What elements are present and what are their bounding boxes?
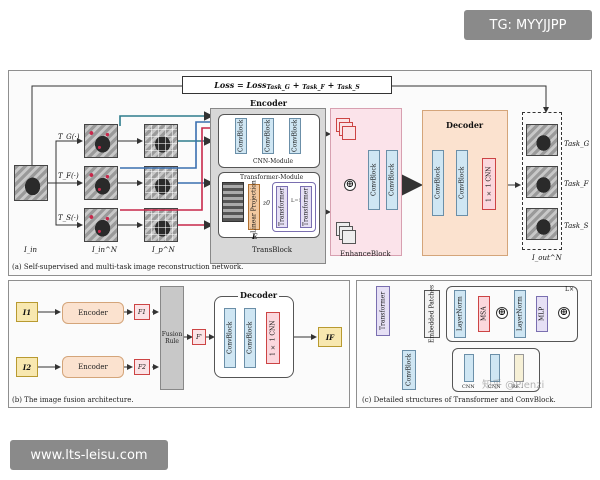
encoder-b2-label: Encoder: [78, 363, 108, 371]
output-label: I_out^N: [532, 254, 562, 262]
transform-g: T_G(·): [58, 133, 80, 141]
convblock-detail-box: [452, 348, 540, 392]
caption-b: (b) The image fusion architecture.: [12, 396, 134, 404]
embedded-patches: Embedded Patches: [424, 285, 440, 343]
convblock-relu-label: Re...: [512, 384, 524, 390]
enhanceblock-label: EnhanceBlock: [340, 250, 391, 258]
label-p-n: I_p^N: [152, 246, 175, 254]
loss-term-f: Task_F: [302, 83, 325, 91]
encoder-b2: Encoder: [62, 356, 124, 378]
loss-formula: Loss = Loss: [214, 80, 267, 90]
masked-image-g: [84, 124, 118, 158]
encoder-title: Encoder: [250, 98, 288, 108]
msa-block: MSA: [478, 296, 490, 332]
feature-f2-label: F2: [138, 363, 146, 371]
task-label-f: Task_F: [564, 180, 589, 188]
output-if: IF: [318, 327, 342, 347]
task-label-g: Task_G: [564, 140, 590, 148]
layernorm-1: LayerNorm: [454, 290, 466, 338]
feature-map-b3: [342, 230, 356, 244]
encoder-b1-label: Encoder: [78, 309, 108, 317]
fusion-rule-label: Fusion Rule: [161, 331, 183, 345]
input-i2: I2: [16, 357, 38, 377]
transformer-stack: [272, 182, 316, 232]
caption-c: (c) Detailed structures of Transformer a…: [362, 396, 556, 404]
decoder-b-convblock-1: ConvBlock: [224, 308, 236, 368]
add-operator-c1-icon: ⊕: [496, 307, 508, 319]
fusion-rule: Fusion Rule: [160, 286, 184, 390]
watermark-bottom: www.lts-leisu.com: [10, 440, 168, 470]
decoder-b-convblock-2: ConvBlock: [244, 308, 256, 368]
output-group: [522, 112, 562, 250]
feature-f1: F1: [134, 304, 150, 320]
masked-image-s: [84, 208, 118, 242]
label-in-n: I_in^N: [92, 246, 118, 254]
transformer-module-label: Transformer-Module: [240, 174, 304, 181]
convblock-relu: [514, 354, 524, 382]
feature-map-a3: [342, 126, 356, 140]
zhihu-watermark: 知乎 @Pienzi: [482, 380, 545, 391]
add-operator-c2-icon: ⊕: [558, 307, 570, 319]
input-i2-label: I2: [22, 362, 32, 372]
loss-term-g: Task_G: [266, 83, 290, 91]
patch-image-g: [144, 124, 178, 158]
l-equals-label: L=12: [291, 198, 305, 204]
transform-s: T_S(·): [58, 214, 79, 222]
z0-label: z0: [263, 200, 270, 207]
cnn-module-label: CNN-Module: [253, 158, 294, 165]
layernorm-2: LayerNorm: [514, 290, 526, 338]
feature-f1-label: F1: [138, 308, 146, 316]
loss-term-s: Task_S: [337, 83, 360, 91]
convblock-cnn-label-2: CNN: [488, 384, 501, 390]
input-i1: I1: [16, 302, 38, 322]
output-image-g: [526, 124, 558, 156]
input-label: I_in: [24, 246, 38, 254]
convblock-cnn-2: [490, 354, 500, 382]
feature-f-prime-label: F': [196, 333, 202, 341]
convblock-cnn-1: [464, 354, 474, 382]
transblock-label: TransBlock: [252, 246, 293, 254]
patch-tokens: [222, 182, 244, 222]
output-image-s: [526, 208, 558, 240]
caption-a: (a) Self-supervised and multi-task image…: [12, 263, 244, 271]
e-label: E: [252, 232, 258, 241]
decoder-b-title: Decoder: [238, 290, 280, 300]
panel-c-convblock: ConvBlock: [402, 350, 416, 390]
encoder-b1: Encoder: [62, 302, 124, 324]
output-if-label: IF: [325, 332, 335, 342]
feature-f-prime: F': [192, 329, 206, 345]
patch-image-s: [144, 208, 178, 242]
mlp-block: MLP: [536, 296, 548, 332]
decoder-title: Decoder: [446, 120, 484, 130]
feature-f2: F2: [134, 359, 150, 375]
masked-image-f: [84, 166, 118, 200]
transform-f: T_F(·): [58, 172, 79, 180]
loss-box: Loss = Loss Task_G + Task_F + Task_S: [182, 76, 392, 94]
panel-c: [356, 280, 592, 408]
input-image: [14, 165, 48, 201]
task-label-s: Task_S: [564, 222, 589, 230]
add-operator-icon: ⊕: [344, 179, 356, 191]
watermark-top: TG: MYYJJPP: [464, 10, 592, 40]
patch-image-f: [144, 166, 178, 200]
decoder-b-1x1-cnn: 1 × 1 CNN: [266, 312, 280, 364]
convblock-cnn-label-1: CNN: [462, 384, 475, 390]
l-times-label: L×: [565, 286, 575, 293]
input-i1-label: I1: [22, 307, 32, 317]
panel-c-transformer: Transformer: [376, 286, 390, 336]
transformer-detail-box: [446, 286, 578, 342]
output-image-f: [526, 166, 558, 198]
